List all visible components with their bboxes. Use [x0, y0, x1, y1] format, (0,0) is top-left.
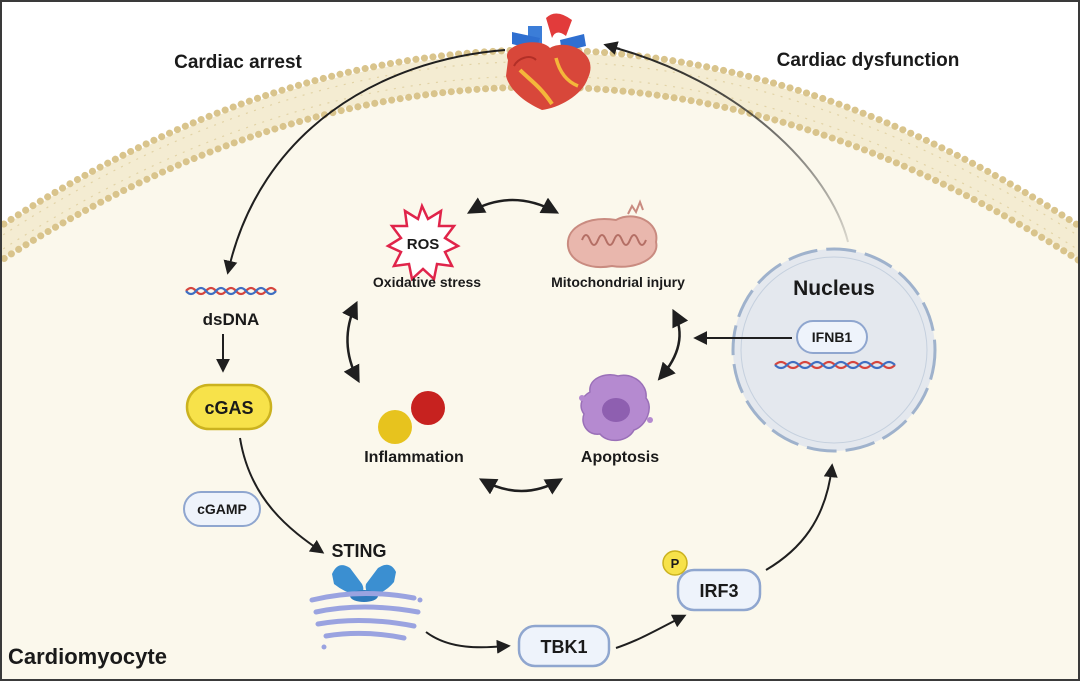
cgamp-label: cGAMP [197, 501, 247, 517]
cgas-node [185, 383, 273, 431]
tbk1-label: TBK1 [540, 637, 587, 657]
arrow-cgas-to-sting [239, 437, 325, 554]
nucleus-inner-ring [740, 256, 928, 444]
nucleus-label: Nucleus [793, 277, 875, 300]
sting-label: STING [331, 541, 386, 561]
arrow-ros-inflammation [342, 300, 360, 384]
arrow-heart-to-dsdna [223, 49, 506, 275]
arrow-mitochondria-apoptosis [657, 308, 689, 381]
cgas-label: cGAS [204, 398, 253, 418]
arrow-nucleus-to-heart-head [603, 41, 621, 55]
cardiomyocyte-label: Cardiomyocyte [8, 644, 167, 669]
apoptosis-label: Apoptosis [581, 449, 659, 466]
tbk1-node [517, 624, 611, 668]
ros-burst-icon [385, 202, 461, 282]
nucleus: Nucleus IFNB1 [731, 247, 937, 453]
dsdna-icon [185, 286, 277, 296]
oxidative-stress-label: Oxidative stress [373, 274, 481, 290]
cardiac-dysfunction-label: Cardiac dysfunction [777, 50, 960, 71]
arrow-nucleus-to-heart-line [607, 45, 849, 243]
irf3-label: IRF3 [699, 581, 738, 601]
arrow-irf3-to-nucleus [765, 463, 838, 571]
cardiac-arrest-label: Cardiac arrest [174, 52, 302, 73]
inflammation-label: Inflammation [364, 449, 464, 466]
arrow-sting-to-tbk1 [425, 631, 511, 654]
mitochondrion-icon [566, 199, 658, 268]
ifnb1-label: IFNB1 [812, 329, 853, 345]
arrow-tbk1-to-irf3 [615, 614, 687, 649]
dsdna-label: dsDNA [203, 310, 260, 329]
heart-icon [506, 13, 591, 110]
cgamp-node [183, 491, 261, 527]
phospho-badge [662, 550, 688, 576]
ifnb1-node [796, 320, 868, 354]
cell-membrane [2, 52, 1078, 258]
endoplasmic-reticulum-icon [309, 590, 423, 650]
arrow-ros-mitochondria [466, 197, 560, 214]
phospho-label: P [671, 556, 680, 571]
arrow-inflammation-apoptosis [478, 478, 564, 495]
nucleus-dna-icon [774, 360, 896, 370]
apoptotic-cell-icon [579, 374, 653, 442]
mitochondrial-injury-label: Mitochondrial injury [551, 274, 685, 290]
irf3-node [676, 568, 762, 612]
inflammation-icon [378, 391, 445, 444]
ros-label: ROS [407, 236, 440, 253]
